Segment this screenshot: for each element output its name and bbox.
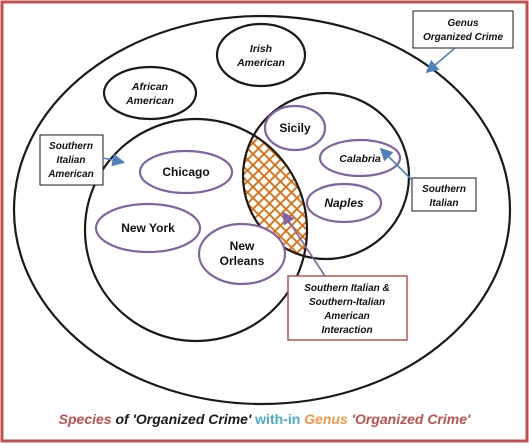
chicago-label: Chicago	[162, 165, 209, 179]
calabria-label: Calabria	[339, 153, 381, 165]
chicago-ellipse	[138, 149, 234, 195]
sicily-label: Sicily	[279, 121, 311, 135]
african-american-ellipse	[102, 65, 198, 121]
irish-label-line1: Irish	[250, 43, 272, 55]
caption-organized-crime-2: 'Organized Crime'	[348, 411, 471, 427]
si-box-line1: Southern	[422, 184, 466, 195]
naples-label: Naples	[324, 196, 364, 210]
genus-arrow	[425, 47, 456, 74]
sia-box-line2: Italian	[57, 155, 86, 166]
caption-genus: Genus	[300, 411, 348, 427]
interaction-arrow	[282, 211, 326, 277]
naples-ellipse	[305, 182, 383, 224]
sicily-ellipse	[263, 104, 327, 152]
new-york-ellipse	[94, 202, 202, 254]
genus-box	[412, 10, 514, 49]
african-label-line1: African	[131, 81, 168, 93]
southern-italian-american-circle	[83, 117, 309, 343]
sia-arrow	[102, 153, 126, 167]
interaction-box-line4: Interaction	[321, 325, 372, 336]
si-box-line2: Italian	[430, 198, 459, 209]
southern-italian-american-box	[39, 134, 104, 186]
caption-organized-crime-1: of 'Organized Crime'	[112, 411, 256, 427]
sia-box-line3: American	[47, 169, 94, 180]
sia-box-line1: Southern	[49, 141, 93, 152]
new-orleans-ellipse	[197, 222, 287, 286]
new-orleans-label-line2: Orleans	[220, 254, 265, 268]
genus-ellipse	[12, 14, 512, 406]
new-york-label: New York	[121, 221, 175, 235]
interaction-box	[287, 275, 408, 341]
caption: Species of 'Organized Crime' with-in Gen…	[59, 411, 471, 427]
si-arrow	[379, 147, 413, 181]
interaction-box-line3: American	[323, 311, 370, 322]
southern-italian-box	[411, 177, 477, 212]
genus-box-line2: Organized Crime	[423, 32, 503, 43]
genus-box-line1: Genus	[447, 18, 479, 29]
interaction-box-line1: Southern Italian &	[304, 283, 390, 294]
new-orleans-label-line1: New	[230, 239, 255, 253]
irish-american-ellipse	[215, 22, 307, 88]
caption-with-in: with-in	[254, 411, 300, 427]
interaction-box-line2: Southern-Italian	[309, 297, 385, 308]
african-label-line2: American	[125, 95, 174, 107]
caption-species: Species	[59, 411, 112, 427]
irish-label-line2: American	[236, 57, 285, 69]
